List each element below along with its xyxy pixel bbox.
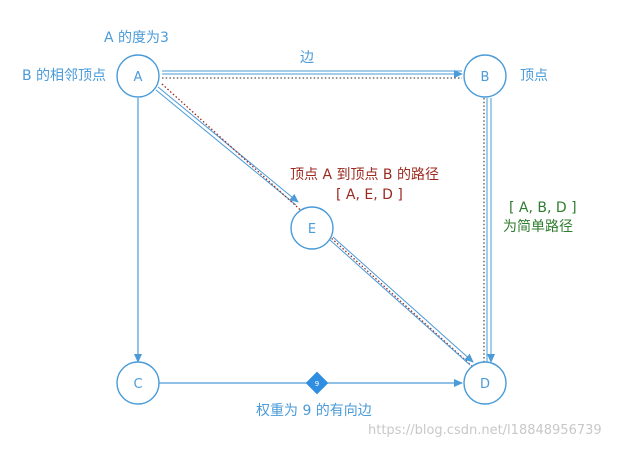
weight-value: 9 [315, 380, 319, 388]
watermark: https://blog.csdn.net/l18848956739 [368, 423, 602, 438]
simple-path-value: [ A, B, D ] [509, 200, 577, 216]
edge-a-e [155, 86, 299, 206]
weight-diamond: 9 [305, 371, 329, 395]
edge-b-d [486, 98, 495, 363]
node-e-label: E [308, 222, 316, 237]
edge-e-d [329, 236, 474, 366]
node-a: A [116, 54, 160, 98]
node-e: E [290, 206, 334, 250]
node-d: D [463, 361, 507, 405]
path-value: [ A, E, D ] [336, 187, 403, 203]
degree-label: A 的度为3 [104, 30, 169, 46]
node-c-label: C [133, 377, 142, 392]
node-b: B [463, 54, 507, 98]
node-c: C [116, 361, 160, 405]
weight-edge-label: 权重为 9 的有向边 [256, 403, 372, 419]
node-a-label: A [134, 70, 143, 85]
neighbor-label: B 的相邻顶点 [22, 68, 106, 84]
edge-a-b [162, 70, 463, 78]
path-title: 顶点 A 到顶点 B 的路径 [290, 167, 439, 183]
simple-path-text: 为简单路径 [503, 218, 573, 235]
node-d-label: D [480, 377, 490, 392]
node-b-label: B [481, 70, 490, 85]
edge-label: 边 [300, 50, 314, 66]
vertex-label: 顶点 [520, 68, 548, 84]
